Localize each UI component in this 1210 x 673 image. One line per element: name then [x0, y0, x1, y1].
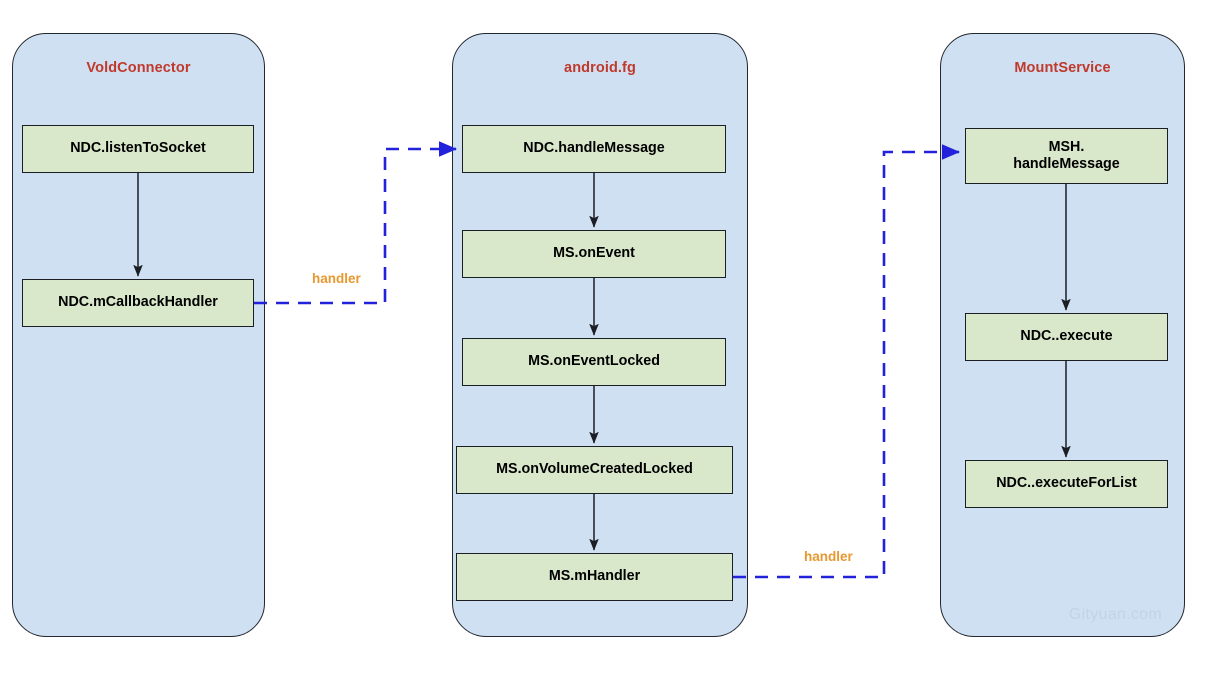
node-ms-mhandler[interactable]: MS.mHandler [456, 553, 733, 601]
edge-label-handler-2: handler [804, 549, 853, 564]
node-ndc-mcallbackhandler[interactable]: NDC.mCallbackHandler [22, 279, 254, 327]
node-ms-onevent[interactable]: MS.onEvent [462, 230, 726, 278]
panel-voldconnector: VoldConnector [12, 33, 265, 637]
panel-title-mountservice: MountService [1014, 60, 1111, 76]
dashed-edge-handler-2 [733, 144, 961, 579]
panel-title-voldconnector: VoldConnector [86, 60, 191, 76]
edge-label-handler-1: handler [312, 271, 361, 286]
watermark-gityuan: Gityuan.com [1068, 606, 1162, 623]
panel-title-android-fg: android.fg [564, 60, 636, 76]
node-ndc-handlemessage[interactable]: NDC.handleMessage [462, 125, 726, 173]
panel-android-fg: android.fg [452, 33, 748, 637]
node-ndc-listentosocket[interactable]: NDC.listenToSocket [22, 125, 254, 173]
node-ms-oneventlocked[interactable]: MS.onEventLocked [462, 338, 726, 386]
node-ndc-execute[interactable]: NDC..execute [965, 313, 1168, 361]
node-msh-handlemessage[interactable]: MSH. handleMessage [965, 128, 1168, 184]
node-ndc-executeforlist[interactable]: NDC..executeForList [965, 460, 1168, 508]
node-ms-onvolumecreatedlocked[interactable]: MS.onVolumeCreatedLocked [456, 446, 733, 494]
